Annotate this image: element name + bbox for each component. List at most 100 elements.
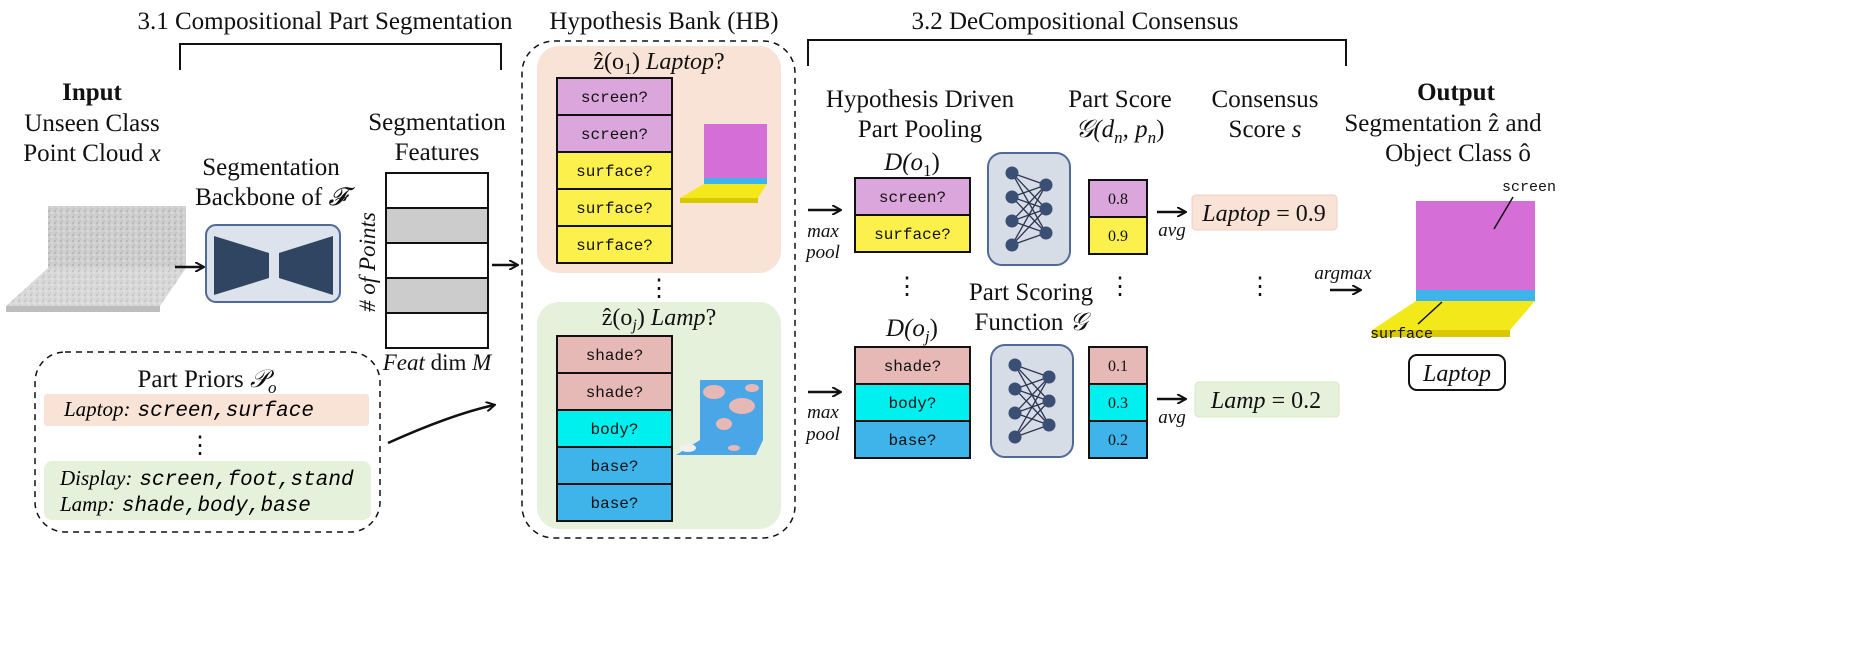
- hypothesis-bank-box: [521, 40, 796, 539]
- consensus-laptop-score: Laptop = 0.9: [1201, 201, 1326, 227]
- pooling-dj-label: D(oj): [885, 315, 938, 346]
- pooled-part-label: surface?: [874, 226, 951, 244]
- network-node: [1039, 226, 1053, 240]
- hypothesis-part-cell: [556, 151, 673, 190]
- output-class-box: [1408, 354, 1506, 391]
- network-edge: [1014, 376, 1050, 414]
- features-y-label: # of Points: [355, 212, 380, 312]
- network-node: [1005, 214, 1019, 228]
- part-scores-laptop: 0.80.9: [1088, 179, 1148, 255]
- hypothesis-part-label: screen?: [581, 126, 648, 144]
- pooled-part-label: screen?: [879, 189, 946, 207]
- hypothesis-part-cell: [556, 409, 673, 448]
- hypothesis-laptop-title: ẑ(o1) Laptop?: [593, 49, 724, 78]
- pooling-line1: Hypothesis Driven: [826, 86, 1015, 113]
- network-node: [1008, 406, 1022, 420]
- features-line1: Segmentation: [368, 109, 506, 136]
- network-edge: [1011, 208, 1047, 246]
- backbone-line2: Backbone of 𝓕: [195, 184, 355, 211]
- hypothesis-part-label: screen?: [581, 89, 648, 107]
- backbone-line1: Segmentation: [202, 154, 340, 181]
- pooling-d1-label: D(o1): [883, 149, 940, 180]
- maxpool-lamp-pool: pool: [804, 424, 840, 445]
- prior-ellipsis: ⋮: [188, 433, 212, 459]
- section-title-segmentation: 3.1 Compositional Part Segmentation: [138, 8, 513, 35]
- consensus-laptop-box: [1191, 194, 1338, 231]
- prior-laptop: Laptop:screen,surface: [63, 397, 314, 423]
- input-title: Input: [62, 79, 122, 106]
- hypothesis-part-label: body?: [590, 421, 638, 439]
- network-frame: [990, 344, 1074, 458]
- pooled-parts-laptop: screen? surface?: [854, 177, 971, 253]
- network-node: [1008, 430, 1022, 444]
- hypothesis-lamp-parts: shade? shade? body? base? base?: [556, 335, 673, 522]
- pooled-parts-lamp: shade?body?base?: [854, 346, 971, 459]
- pooling-line2: Part Pooling: [858, 116, 983, 143]
- hypothesis-part-label: base?: [590, 458, 638, 476]
- arrow-priors-to-hb: [387, 405, 494, 445]
- prior-display-lamp-row: [44, 461, 371, 520]
- backbone-network: [205, 224, 341, 303]
- hypothesis-part-cell: [556, 335, 673, 374]
- scoring-fn-line2: Function 𝒢: [975, 309, 1092, 336]
- section-title-hypothesis-bank: Hypothesis Bank (HB): [549, 8, 778, 35]
- network-node: [1042, 394, 1056, 408]
- hypothesis-lamp-title: ẑ(oj) Lamp?: [602, 305, 716, 334]
- maxpool-laptop-pool: pool: [804, 242, 840, 263]
- hypothesis-part-cell: [556, 225, 673, 264]
- maxpool-lamp-max: max: [807, 402, 839, 423]
- hypothesis-part-label: surface?: [576, 163, 653, 181]
- consensus-line2: Score s: [1229, 116, 1302, 143]
- part-score-line1: Part Score: [1068, 86, 1171, 113]
- consensus-ellipsis: ⋮: [1248, 274, 1272, 300]
- scores-ellipsis: ⋮: [1108, 274, 1132, 300]
- bracket-consensus: [807, 39, 1347, 66]
- part-score-line2: 𝒢(dn, pn): [1076, 116, 1165, 147]
- part-scoring-network-top: [987, 152, 1071, 266]
- network-edge: [1014, 376, 1050, 438]
- part-score-value: 0.1: [1108, 358, 1128, 375]
- network-node: [1008, 382, 1022, 396]
- pooled-part-cell: [854, 214, 971, 253]
- network-node: [1005, 238, 1019, 252]
- output-title: Output: [1417, 79, 1495, 106]
- pooled-part-cell: [854, 177, 971, 216]
- part-score-cell: [1088, 420, 1148, 459]
- hypothesis-part-label: shade?: [586, 347, 644, 365]
- prior-laptop-row: [44, 394, 369, 426]
- network-node: [1042, 418, 1056, 432]
- output-surface-label: surface: [1370, 326, 1433, 343]
- part-score-cell: [1088, 346, 1148, 385]
- hypothesis-part-cell: [556, 77, 673, 116]
- feature-matrix: [385, 172, 489, 349]
- output-line1: Segmentation ẑ and: [1344, 110, 1542, 137]
- part-priors-box: [34, 351, 381, 533]
- bracket-segmentation: [179, 43, 502, 70]
- scoring-fn-line1: Part Scoring: [969, 279, 1094, 306]
- hypothesis-part-cell: [556, 483, 673, 522]
- input-line2: Point Cloud x: [23, 140, 161, 167]
- avg-lamp-label: avg: [1158, 407, 1185, 428]
- output-surface-leader: [1417, 301, 1443, 325]
- section-title-consensus: 3.2 DeCompositional Consensus: [911, 8, 1238, 35]
- pooled-part-label: shade?: [884, 358, 942, 376]
- hypothesis-laptop-parts: screen?screen?surface?surface?surface?: [556, 77, 673, 264]
- hypothesis-part-cell: [556, 446, 673, 485]
- network-node: [1042, 370, 1056, 384]
- avg-laptop-label: avg: [1158, 220, 1185, 241]
- features-line2: Features: [395, 139, 480, 166]
- part-scores-lamp: 0.10.30.2: [1088, 346, 1148, 459]
- part-score-value: 0.2: [1108, 432, 1128, 449]
- prior-display: Display:screen,foot,stand: [59, 466, 354, 492]
- consensus-lamp-box: [1194, 381, 1340, 418]
- input-line1: Unseen Class: [24, 110, 159, 137]
- network-edge: [1011, 184, 1047, 246]
- hypothesis-part-label: base?: [590, 495, 638, 513]
- argmax-label: argmax: [1314, 263, 1372, 284]
- pooled-part-cell: [854, 420, 971, 459]
- network-node: [1008, 358, 1022, 372]
- hypothesis-part-label: shade?: [586, 384, 644, 402]
- part-scoring-network-bottom: [990, 344, 1074, 458]
- consensus-lamp-score: Lamp = 0.2: [1210, 388, 1321, 414]
- part-score-value: 0.8: [1108, 191, 1128, 208]
